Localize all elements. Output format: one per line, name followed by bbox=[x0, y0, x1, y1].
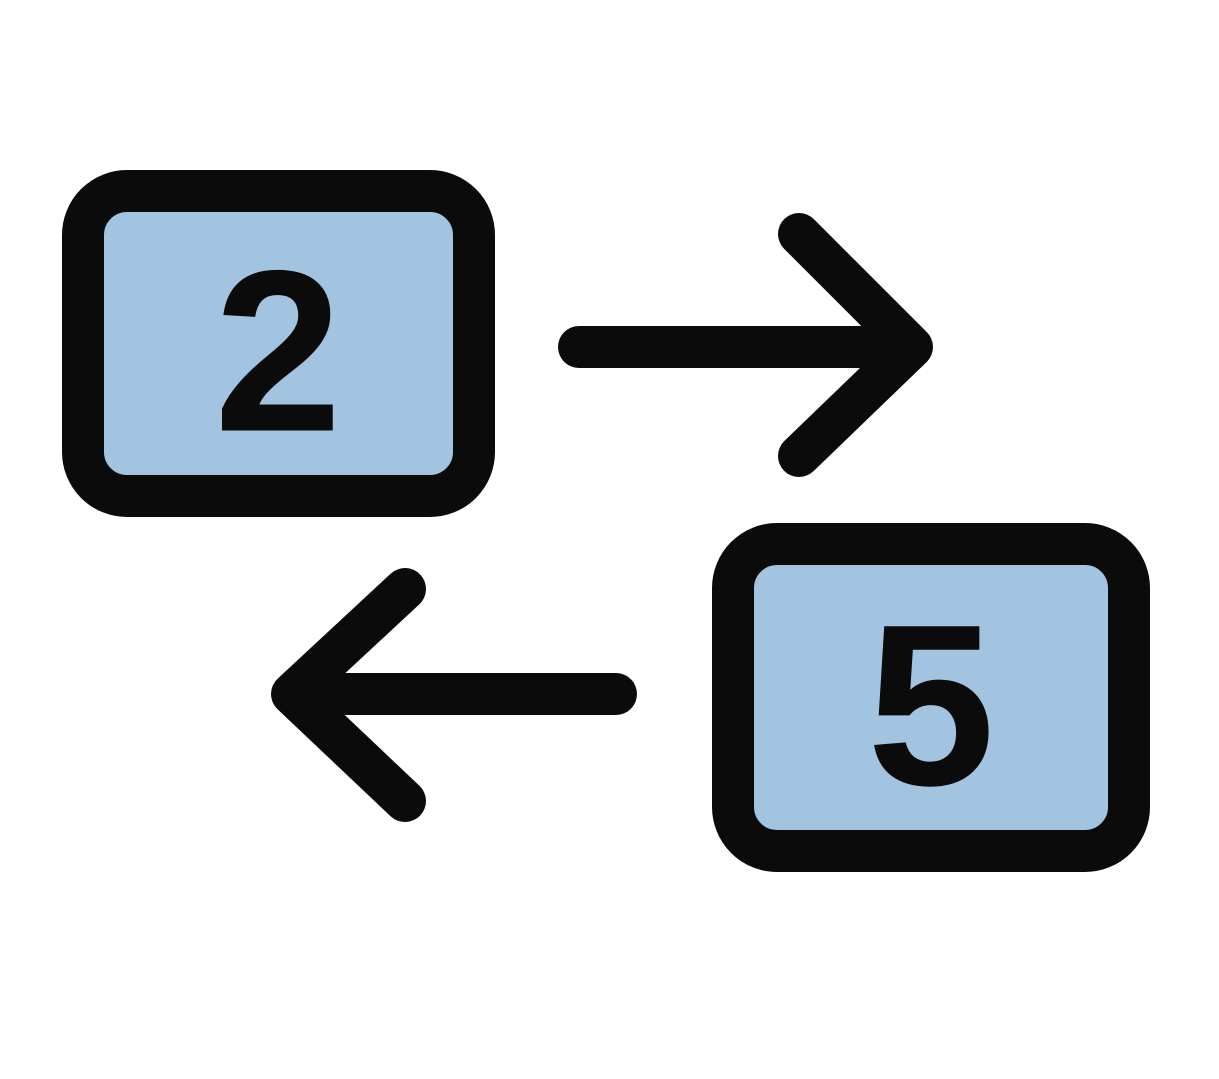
node-box-5[interactable]: 5 bbox=[712, 523, 1150, 872]
arrow-left-icon bbox=[271, 568, 637, 822]
node-box-2-label: 2 bbox=[214, 223, 342, 480]
arrow-right-head bbox=[778, 213, 933, 477]
arrow-left-head bbox=[271, 568, 426, 822]
node-box-2-border bbox=[62, 170, 495, 517]
node-box-5-border bbox=[712, 523, 1150, 872]
node-box-2[interactable]: 2 bbox=[62, 170, 495, 517]
node-box-5-label: 5 bbox=[867, 577, 995, 834]
arrow-right-icon bbox=[558, 213, 933, 477]
